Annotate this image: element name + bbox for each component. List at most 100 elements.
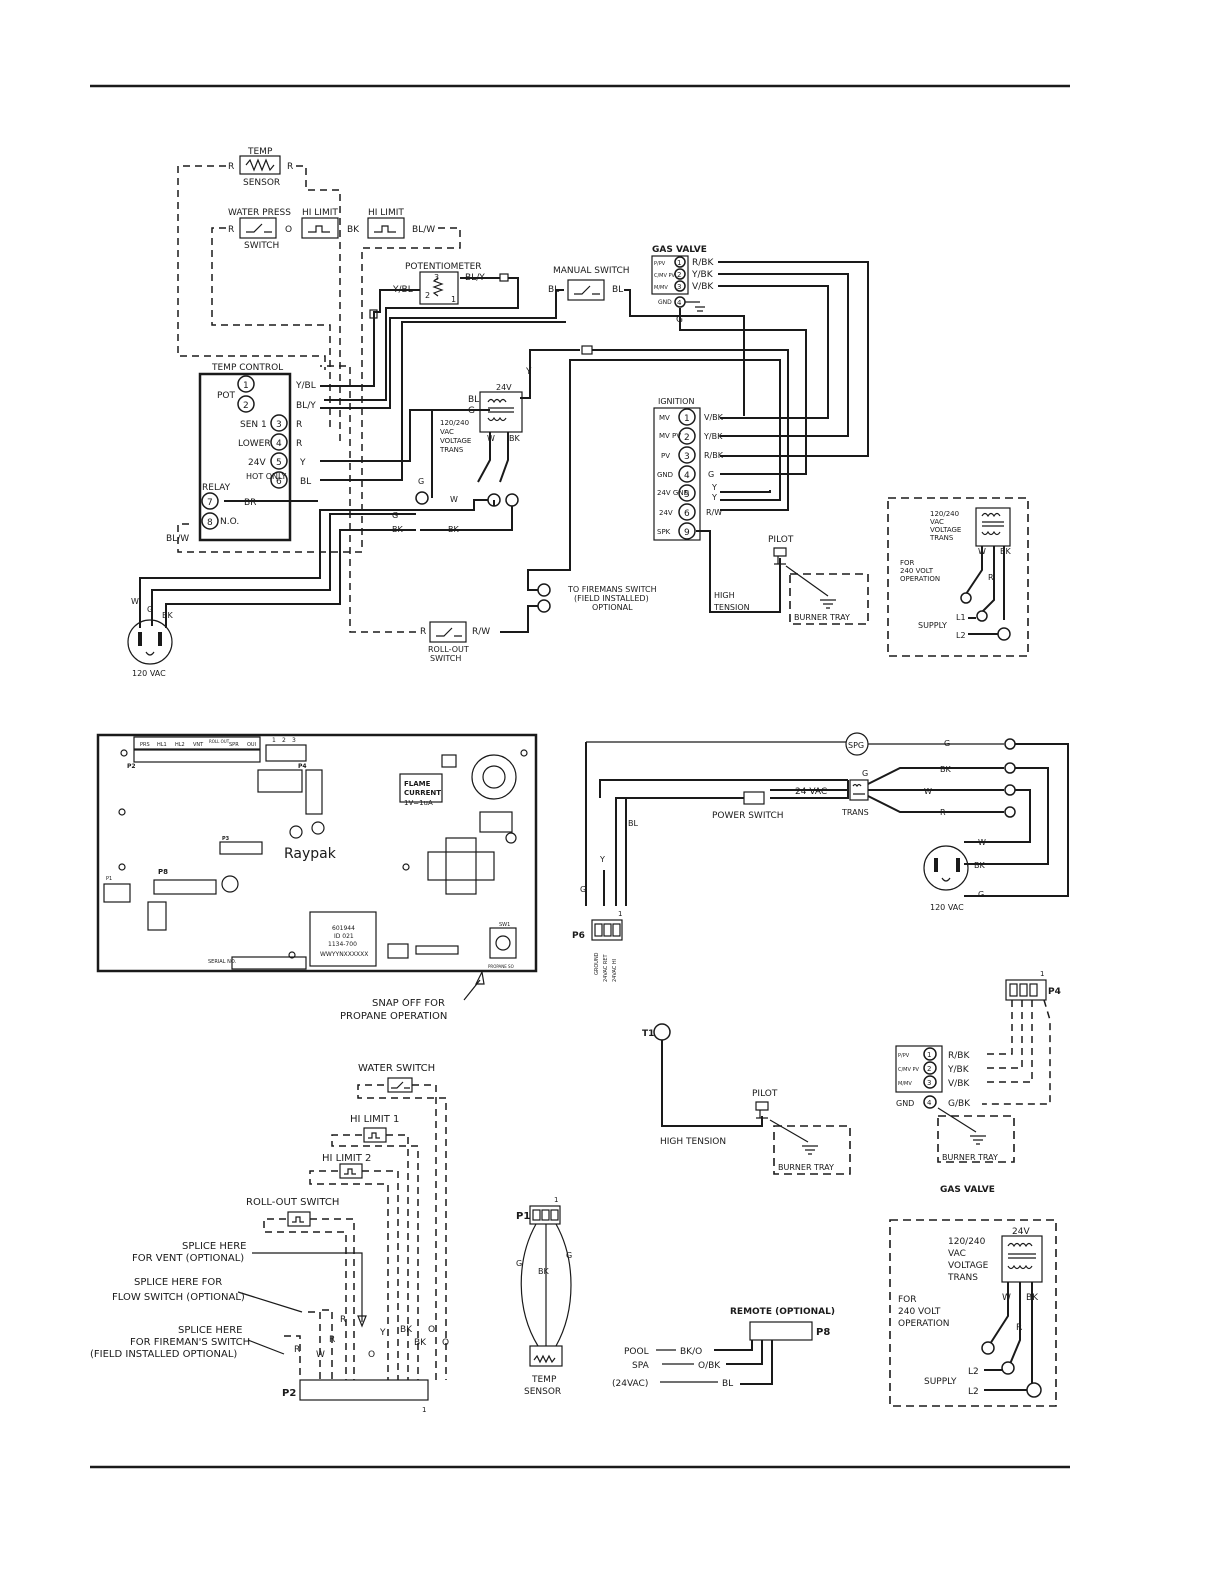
svg-text:SERIAL NO.: SERIAL NO. — [208, 959, 237, 965]
ignition-detail: T1 HIGH TENSION PILOT BURNER TRAY 1 P4 P… — [642, 970, 1061, 1195]
svg-text:WATER PRESS: WATER PRESS — [228, 208, 291, 218]
svg-text:R/BK: R/BK — [704, 451, 724, 460]
svg-text:5: 5 — [684, 490, 690, 500]
svg-text:P4: P4 — [298, 763, 307, 770]
svg-text:PV: PV — [661, 452, 670, 460]
svg-text:TRANS: TRANS — [947, 1273, 978, 1283]
svg-text:Y: Y — [525, 367, 532, 377]
p2-harness: WATER SWITCH HI LIMIT 1 HI LIMIT 2 ROLL-… — [90, 1063, 449, 1414]
svg-text:120 VAC: 120 VAC — [930, 903, 964, 912]
svg-text:R: R — [988, 573, 994, 582]
firemans-switch: TO FIREMANS SWITCH (FIELD INSTALLED) OPT… — [537, 583, 657, 613]
svg-text:Y/BK: Y/BK — [691, 270, 714, 280]
svg-text:4: 4 — [927, 1099, 932, 1107]
svg-text:W: W — [1002, 1293, 1011, 1303]
svg-text:V/BK: V/BK — [704, 413, 724, 422]
pilot-top: PILOT BURNER TRAY — [768, 535, 869, 625]
svg-text:2: 2 — [425, 291, 430, 300]
svg-text:3: 3 — [684, 452, 690, 462]
svg-text:BK: BK — [974, 861, 985, 870]
svg-text:1: 1 — [618, 910, 622, 918]
voltage-trans-top: 24V BL G 120/240 VAC VOLTAGE TRANS W BK — [439, 383, 523, 454]
svg-text:2: 2 — [684, 433, 690, 443]
svg-text:601944: 601944 — [332, 925, 355, 932]
svg-text:BK: BK — [400, 1325, 413, 1335]
svg-text:SWITCH: SWITCH — [244, 241, 279, 251]
svg-text:R: R — [340, 1315, 346, 1325]
svg-text:BK: BK — [940, 765, 951, 774]
temp-control: TEMP CONTROL 1 2 3 4 5 6 7 8 POT SEN 1 L… — [166, 363, 316, 544]
svg-text:POWER SWITCH: POWER SWITCH — [712, 811, 784, 821]
svg-text:G: G — [516, 1259, 522, 1268]
svg-text:BL: BL — [722, 1379, 733, 1389]
svg-text:SNAP OFF FOR: SNAP OFF FOR — [372, 998, 445, 1009]
remote-p8: REMOTE (OPTIONAL) P8 POOL BK/O SPA O/BK … — [612, 1307, 835, 1389]
svg-text:TRANS: TRANS — [439, 446, 464, 454]
svg-text:C/MV PV: C/MV PV — [654, 273, 676, 279]
svg-text:MANUAL SWITCH: MANUAL SWITCH — [553, 266, 630, 276]
240v-box-top: 120/240 VAC VOLTAGE TRANS W BK FOR 240 V… — [887, 497, 1029, 657]
svg-text:TEMP: TEMP — [531, 1375, 557, 1385]
svg-text:LOWER: LOWER — [238, 439, 271, 449]
svg-text:Y: Y — [299, 458, 306, 468]
svg-text:GND: GND — [658, 299, 672, 306]
svg-text:BK: BK — [392, 525, 403, 534]
svg-text:TEMP: TEMP — [247, 147, 273, 157]
svg-text:SENSOR: SENSOR — [524, 1387, 561, 1397]
svg-text:240 VOLT: 240 VOLT — [900, 567, 934, 575]
svg-text:W: W — [450, 495, 458, 504]
svg-text:3: 3 — [677, 283, 681, 291]
svg-text:PROPANE OPERATION: PROPANE OPERATION — [340, 1011, 447, 1022]
svg-text:240 VOLT: 240 VOLT — [898, 1307, 941, 1317]
svg-text:BL: BL — [548, 285, 559, 295]
svg-text:Y: Y — [599, 855, 605, 864]
svg-text:L2: L2 — [956, 631, 966, 640]
svg-text:VAC: VAC — [930, 518, 944, 526]
svg-text:G: G — [418, 477, 424, 486]
svg-text:POOL: POOL — [624, 1347, 649, 1357]
svg-text:OPTIONAL: OPTIONAL — [592, 603, 633, 612]
svg-text:SPLICE HERE: SPLICE HERE — [178, 1325, 242, 1336]
svg-text:VNT: VNT — [193, 742, 204, 748]
svg-text:R: R — [329, 1335, 335, 1345]
svg-text:1134-700: 1134-700 — [328, 941, 357, 948]
svg-text:R: R — [296, 420, 302, 430]
svg-text:N.O.: N.O. — [220, 517, 239, 527]
svg-text:VAC: VAC — [440, 428, 454, 436]
svg-text:GAS VALVE: GAS VALVE — [940, 1185, 995, 1195]
svg-text:POTENTIOMETER: POTENTIOMETER — [405, 262, 482, 272]
svg-text:1: 1 — [272, 737, 276, 744]
svg-text:SPK: SPK — [657, 528, 671, 536]
svg-text:REMOTE (OPTIONAL): REMOTE (OPTIONAL) — [730, 1307, 835, 1317]
svg-text:SUPPLY: SUPPLY — [924, 1377, 957, 1387]
svg-text:G: G — [566, 1251, 572, 1260]
potentiometer: POTENTIOMETER 3 2 1 BL/Y Y/BL — [392, 262, 485, 305]
svg-text:FOR FIREMAN'S SWITCH: FOR FIREMAN'S SWITCH — [130, 1337, 250, 1348]
svg-text:Y/BK: Y/BK — [703, 432, 723, 441]
svg-text:MV PV: MV PV — [659, 432, 681, 440]
svg-text:Raypak: Raypak — [284, 846, 337, 862]
svg-text:HI LIMIT: HI LIMIT — [368, 208, 404, 218]
svg-text:PRS: PRS — [140, 742, 150, 748]
svg-text:24V: 24V — [496, 383, 512, 392]
svg-text:2: 2 — [282, 737, 286, 744]
svg-text:24VAC RET: 24VAC RET — [603, 953, 609, 982]
svg-text:PILOT: PILOT — [768, 535, 794, 545]
svg-text:SENSOR: SENSOR — [243, 178, 280, 188]
svg-text:G: G — [862, 769, 868, 778]
svg-text:WATER SWITCH: WATER SWITCH — [358, 1063, 435, 1074]
svg-text:V/BK: V/BK — [692, 282, 714, 292]
svg-text:W: W — [924, 787, 932, 796]
svg-text:Y: Y — [379, 1328, 386, 1338]
svg-text:O: O — [428, 1325, 435, 1335]
svg-text:O: O — [285, 225, 292, 235]
svg-text:4: 4 — [276, 439, 282, 449]
svg-text:BURNER TRAY: BURNER TRAY — [942, 1153, 998, 1162]
svg-text:SW1: SW1 — [499, 922, 510, 928]
svg-text:HOT ONLY: HOT ONLY — [246, 472, 286, 481]
svg-text:3: 3 — [276, 420, 282, 430]
240v-box-bottom: 24V 120/240 VAC VOLTAGE TRANS W BK FOR 2… — [889, 1219, 1057, 1407]
svg-text:1: 1 — [927, 1051, 931, 1059]
svg-text:24V GND: 24V GND — [657, 489, 689, 497]
svg-text:P8: P8 — [158, 868, 168, 876]
